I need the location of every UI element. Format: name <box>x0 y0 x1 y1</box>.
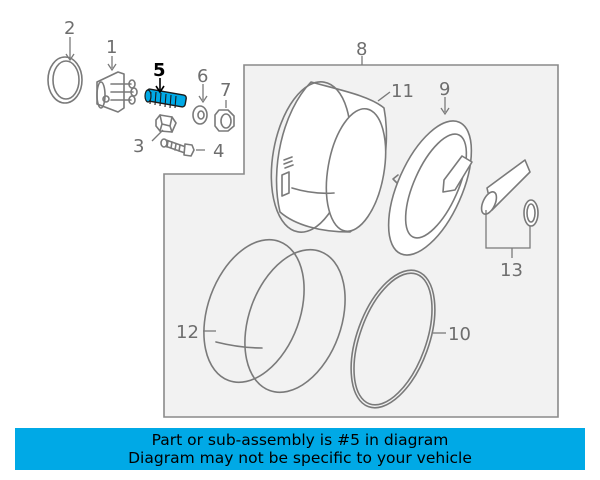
part-12-ring[interactable] <box>185 226 363 407</box>
part-2-gasket[interactable] <box>47 56 83 104</box>
callout-5[interactable]: 5 <box>153 60 166 81</box>
callout-6: 6 <box>197 66 208 87</box>
part-5-stud[interactable] <box>144 88 187 109</box>
callout-4: 4 <box>213 141 224 162</box>
callout-11: 11 <box>391 81 414 102</box>
info-banner: Part or sub-assembly is #5 in diagram Di… <box>15 428 585 470</box>
callout-7: 7 <box>220 80 231 101</box>
callout-9: 9 <box>439 79 450 100</box>
callout-13: 13 <box>500 260 523 281</box>
part-6-washer[interactable] <box>192 105 208 125</box>
parts-diagram: 2 1 5 6 7 3 4 8 11 9 13 12 10 <box>47 18 559 419</box>
part-1-hub[interactable] <box>96 71 138 113</box>
part-3-nut[interactable] <box>155 114 177 133</box>
callout-3: 3 <box>133 136 144 157</box>
part-10-seal[interactable] <box>335 259 452 419</box>
part-7-lug-nut[interactable] <box>214 109 235 132</box>
part-13-sensor[interactable] <box>478 159 539 227</box>
callout-10: 10 <box>448 324 471 345</box>
callout-12: 12 <box>176 322 199 343</box>
callout-1: 1 <box>106 37 117 58</box>
leader-lines <box>65 37 531 334</box>
part-11-tire-cover[interactable] <box>260 76 394 239</box>
callout-2: 2 <box>64 18 75 39</box>
part-9-cover-disc[interactable] <box>371 109 488 267</box>
banner-line-2: Diagram may not be specific to your vehi… <box>128 449 472 467</box>
part-4-bolt[interactable] <box>160 138 195 157</box>
callout-8: 8 <box>356 39 367 60</box>
banner-line-1: Part or sub-assembly is #5 in diagram <box>151 431 449 449</box>
